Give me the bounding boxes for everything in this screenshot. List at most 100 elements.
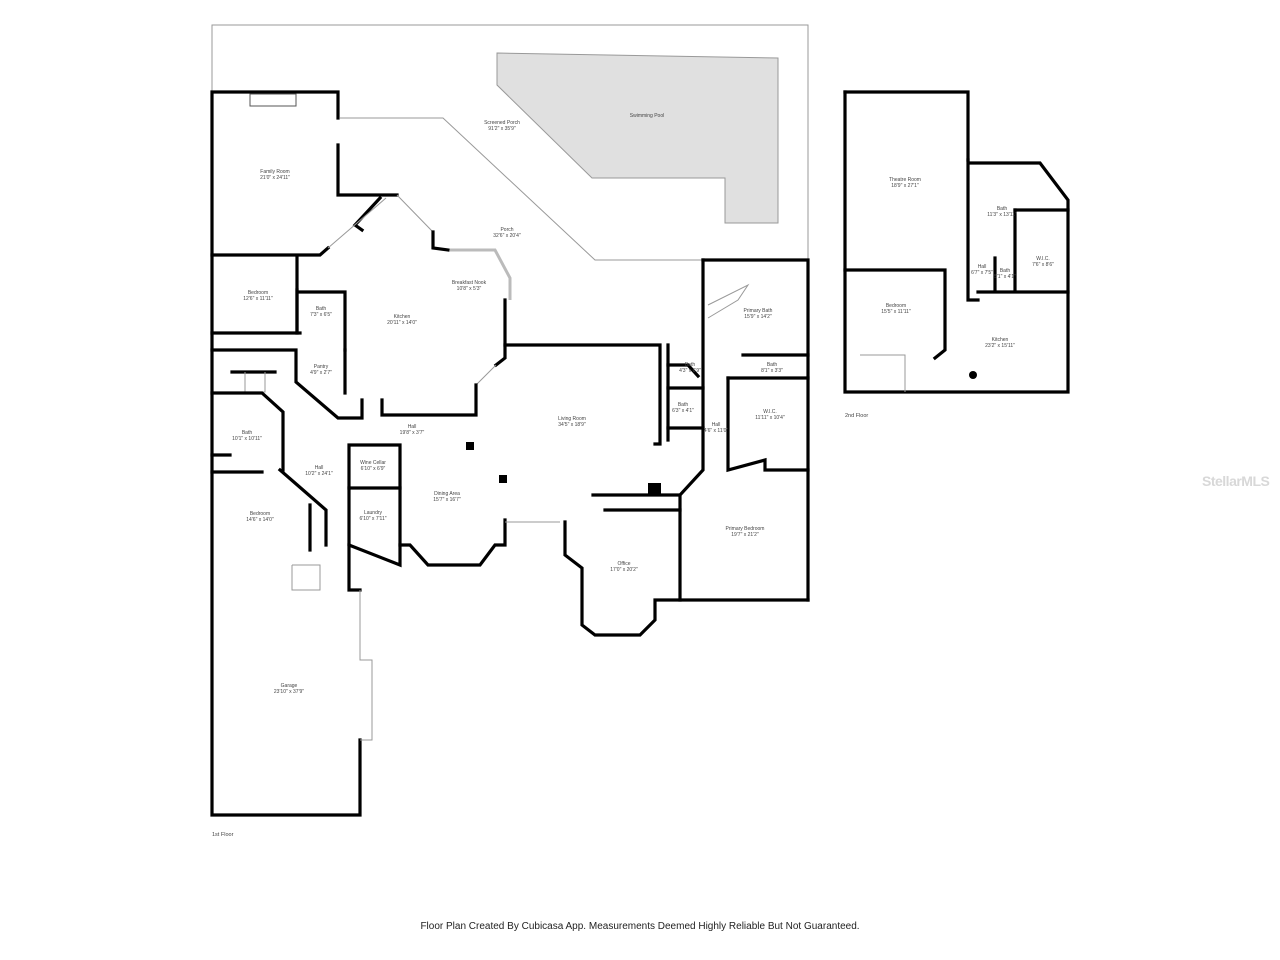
room-name: Family Room xyxy=(260,169,289,175)
room-name: Swimming Pool xyxy=(630,113,664,119)
room-name: Bath xyxy=(1000,268,1011,274)
room-size: 15'5" x 11'11" xyxy=(881,309,911,315)
room-size: 20'11" x 14'0" xyxy=(387,320,417,326)
room-size: 19'7" x 21'2" xyxy=(731,532,759,538)
room-size: 6'3" x 4'1" xyxy=(672,408,694,414)
room-size: 19'8" x 3'7" xyxy=(400,430,425,436)
room-name: Kitchen xyxy=(992,337,1009,343)
room-name: Primary Bath xyxy=(744,308,773,314)
room-name: Pantry xyxy=(314,364,329,370)
room-name: Primary Bedroom xyxy=(726,526,765,532)
room-size: 23'10" x 37'9" xyxy=(274,689,304,695)
room-size: 8'1" x 3'3" xyxy=(761,368,783,374)
floor-label: 2nd Floor xyxy=(845,413,868,419)
room-name: Bath xyxy=(678,402,689,408)
room-size: 6'10" x 7'11" xyxy=(359,516,386,522)
svg-text:Swimming Pool: Swimming Pool xyxy=(630,113,664,119)
room-name: Garage xyxy=(281,683,298,689)
room-name: Hall xyxy=(408,424,417,430)
room-name: Bedroom xyxy=(250,511,270,517)
first-floor-plan xyxy=(210,24,810,817)
room-size: 15'7" x 16'7" xyxy=(433,497,461,503)
second-floor-plan xyxy=(843,90,1070,394)
svg-text:W.I.C.11'11" x 10'4": W.I.C.11'11" x 10'4" xyxy=(755,409,785,421)
room-size: 17'0" x 20'2" xyxy=(610,567,638,573)
room-size: 10'1" x 10'11" xyxy=(232,436,262,442)
room-name: Bath xyxy=(316,306,327,312)
room-size: 21'0" x 24'11" xyxy=(260,175,290,181)
room-size: 7'3" x 6'5" xyxy=(310,312,332,318)
watermark: StellarMLS xyxy=(1202,473,1270,489)
room-name: Dining Area xyxy=(434,491,460,497)
room-size: 6'10" x 6'9" xyxy=(361,466,386,472)
swimming-pool xyxy=(496,52,779,224)
floor-label: 1st Floor xyxy=(212,832,234,838)
svg-text:W.I.C.7'6" x 8'6": W.I.C.7'6" x 8'6" xyxy=(1032,256,1054,268)
room-name: Bath xyxy=(685,362,696,368)
room-size: 11'11" x 10'4" xyxy=(755,415,785,421)
room-size: 4'9" x 2'7" xyxy=(310,370,332,376)
room-name: Bedroom xyxy=(886,303,906,309)
room-name: Screened Porch xyxy=(484,120,520,126)
room-size: 5'1" x 4'1" xyxy=(994,274,1016,280)
room-size: 32'6" x 20'4" xyxy=(493,233,521,239)
room-size: 4'3" x 6'9" xyxy=(679,368,701,374)
screened-porch-outline xyxy=(211,24,809,260)
room-name: Office xyxy=(618,561,631,567)
fireplace-icon xyxy=(249,93,297,107)
room-size: 10'2" x 24'1" xyxy=(305,471,333,477)
room-name: Bath xyxy=(767,362,778,368)
room-size: 34'5" x 18'9" xyxy=(558,422,586,428)
room-name: Bath xyxy=(242,430,253,436)
room-name: Wine Cellar xyxy=(360,460,386,466)
room-size: 14'6" x 14'0" xyxy=(246,517,274,523)
room-name: Laundry xyxy=(364,510,383,516)
room-size: 12'6" x 11'11" xyxy=(243,296,273,302)
room-size: 10'8" x 5'3" xyxy=(457,286,482,292)
room-name: Kitchen xyxy=(394,314,411,320)
room-size: 15'9" x 14'2" xyxy=(744,314,772,320)
room-size: 4'6" x 11'0" xyxy=(704,428,728,434)
room-name: Bath xyxy=(997,206,1008,212)
room-name: Hall xyxy=(315,465,324,471)
room-size: 91'2" x 35'9" xyxy=(488,126,516,132)
room-size: 7'6" x 8'6" xyxy=(1032,262,1054,268)
porch-outline xyxy=(340,117,703,261)
room-name: Living Room xyxy=(558,416,586,422)
room-size: 6'7" x 7'5" xyxy=(971,270,993,276)
room-name: Hall xyxy=(712,422,721,428)
exterior-wall-west xyxy=(210,90,362,817)
room-name: W.I.C. xyxy=(1036,256,1050,262)
room-size: 11'3" x 13'11" xyxy=(987,212,1017,218)
caption: Floor Plan Created By Cubicasa App. Meas… xyxy=(420,921,860,932)
room-size: 23'2" x 15'11" xyxy=(985,343,1015,349)
